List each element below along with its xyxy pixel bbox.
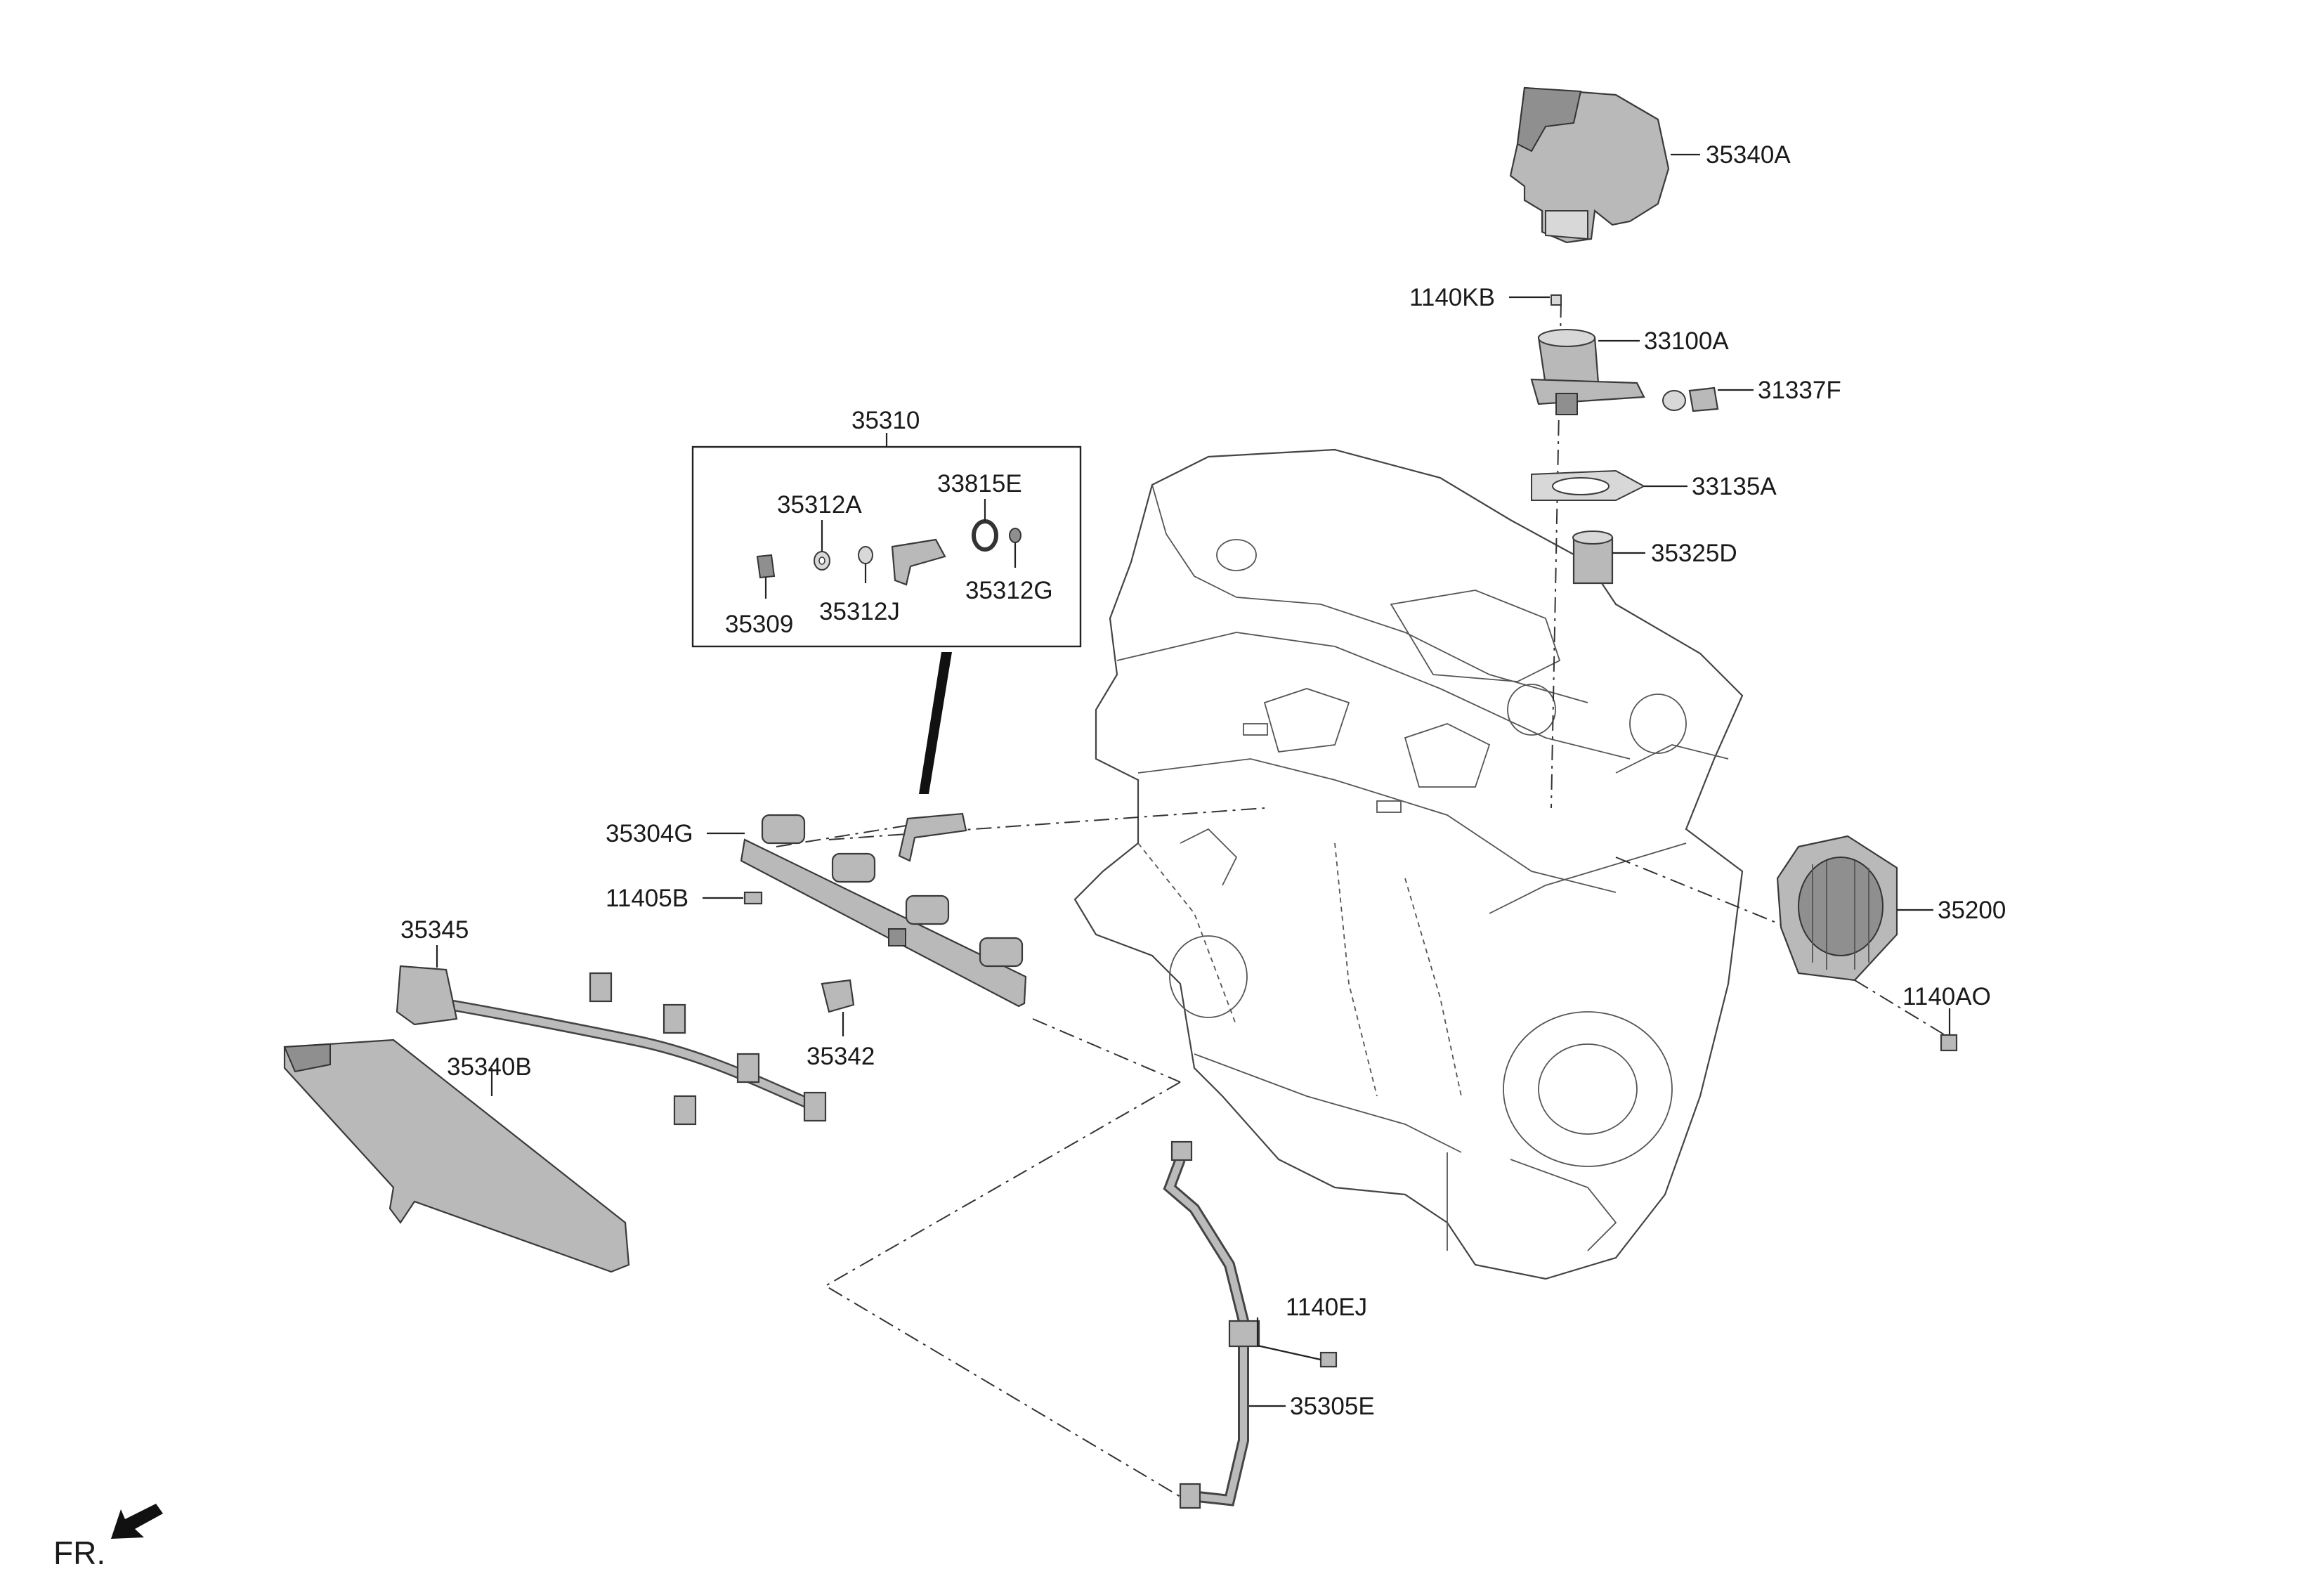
label-35200: 35200 [1938,897,2006,924]
part-35312J-seal [858,546,873,564]
part-33100A-pump [1530,294,1645,415]
part-35325D-sleeve [1572,531,1614,585]
part-1140AO-bolt [1940,1034,1958,1052]
injector-kit-box [691,445,1082,794]
part-35304G-fuel-rail [740,814,1027,1008]
label-33100A: 33100A [1644,327,1729,355]
part-35309-clip [756,554,776,579]
injector [898,812,967,862]
label-11405B: 11405B [606,885,688,912]
front-direction-arrow-icon [111,1504,163,1539]
label-35340A: 35340A [1706,141,1791,169]
part-31337F-fitting [1662,386,1719,412]
label-35305E: 35305E [1290,1393,1375,1420]
label-1140KB: 1140KB [1409,284,1495,311]
label-35345: 35345 [400,916,469,944]
label-35325D: 35325D [1651,540,1737,567]
part-33815E-ring [972,519,998,552]
part-35345-harness [396,965,827,1126]
label-35342: 35342 [807,1043,875,1070]
part-35312G-seal [1009,528,1021,543]
label-1140EJ: 1140EJ [1286,1294,1367,1321]
front-orientation: FR. [53,1504,163,1571]
label-35340B: 35340B [447,1053,532,1081]
front-label: FR. [53,1535,105,1571]
label-33135A: 33135A [1692,473,1777,500]
part-33135A-gasket [1531,469,1646,501]
label-35309: 35309 [725,611,793,638]
label-1140AO: 1140AO [1902,983,1991,1010]
part-35342-sensor [821,979,855,1013]
part-11405B-bolt [743,891,763,905]
leader-lines [436,153,1951,1407]
part-labels: 35340A 1140KB 33100A 31337F 33135A 35325… [400,141,2006,1420]
part-1140EJ-bolt [1319,1351,1338,1368]
kit-pointer [919,652,952,794]
part-35340A-cover [1509,86,1670,244]
part-35340B-cover [283,1039,630,1273]
part-35200-alternator [1776,835,1898,982]
label-35304G: 35304G [606,820,693,847]
injector-in-kit [891,538,946,586]
engine-block [1073,448,1744,1280]
part-35305E-fuel-pipe [1163,1140,1260,1509]
label-35312A: 35312A [777,491,862,519]
label-33815E: 33815E [937,470,1022,497]
label-35310: 35310 [851,407,920,434]
label-31337F: 31337F [1758,377,1841,404]
label-35312J: 35312J [819,598,900,625]
label-35312G: 35312G [965,577,1053,604]
